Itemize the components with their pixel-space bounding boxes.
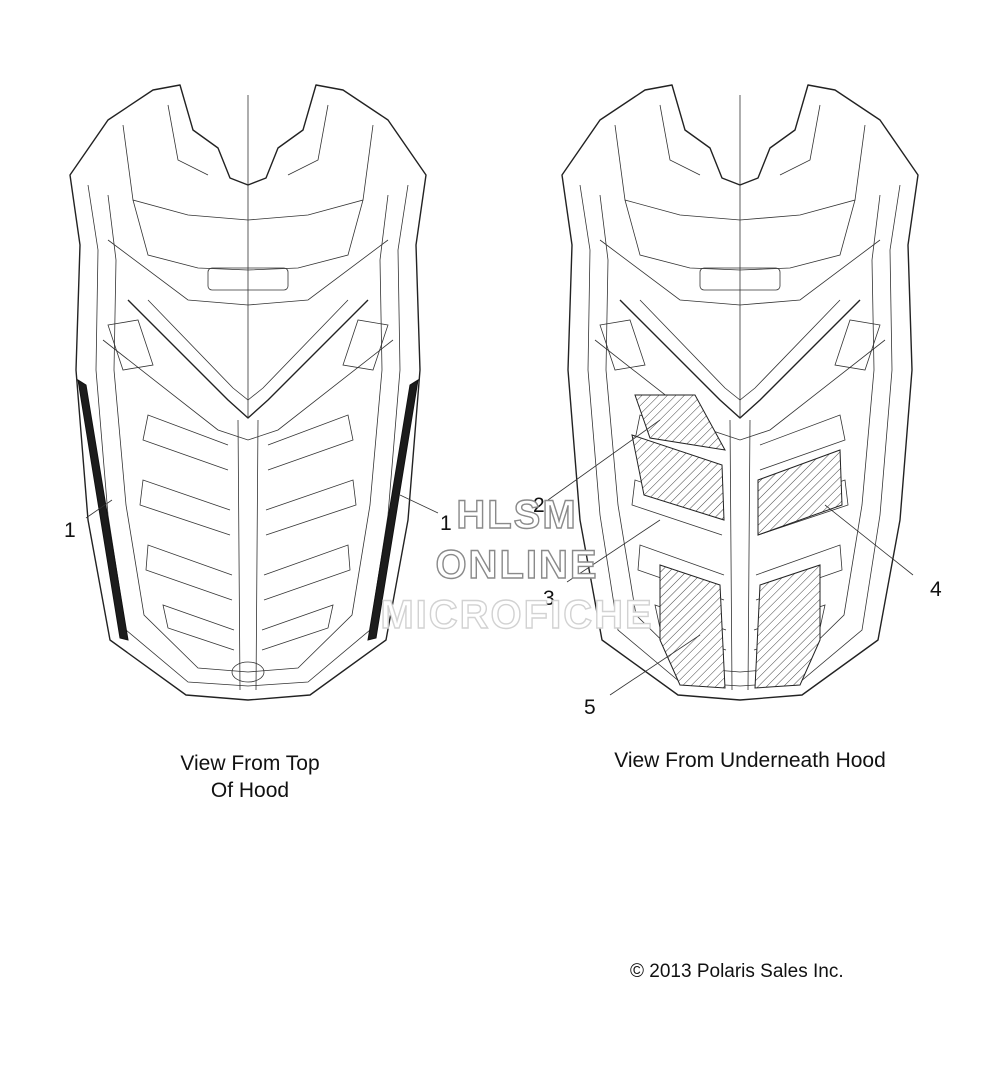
copyright-notice: © 2013 Polaris Sales Inc. bbox=[630, 961, 844, 982]
hood-top-view bbox=[69, 84, 427, 701]
watermark-line-2: ONLINE bbox=[435, 543, 598, 587]
callout-5: 5 bbox=[584, 696, 596, 719]
decal-strip-left bbox=[77, 378, 129, 641]
watermark-line-1: HLSM bbox=[456, 493, 577, 537]
caption-underneath-view-text: View From Underneath Hood bbox=[614, 749, 886, 772]
hood-underneath-view bbox=[561, 84, 919, 701]
caption-top-view-line2: Of Hood bbox=[210, 779, 290, 802]
callout-1-right: 1 bbox=[440, 512, 452, 535]
decal-5 bbox=[659, 564, 821, 689]
decal-4 bbox=[757, 449, 843, 536]
watermark-line-3: MICROFICHE bbox=[380, 593, 653, 637]
callout-4: 4 bbox=[930, 578, 942, 601]
caption-top-view: View From Top Of Hood bbox=[150, 750, 350, 804]
callout-3: 3 bbox=[543, 587, 555, 610]
caption-top-view-line1: View From Top bbox=[180, 752, 320, 775]
decal-2 bbox=[634, 394, 726, 451]
decal-3 bbox=[631, 434, 725, 521]
decal-strip-right bbox=[367, 378, 419, 641]
caption-underneath-view: View From Underneath Hood bbox=[590, 747, 910, 774]
callout-1-left: 1 bbox=[64, 519, 76, 542]
callout-2: 2 bbox=[533, 494, 545, 517]
